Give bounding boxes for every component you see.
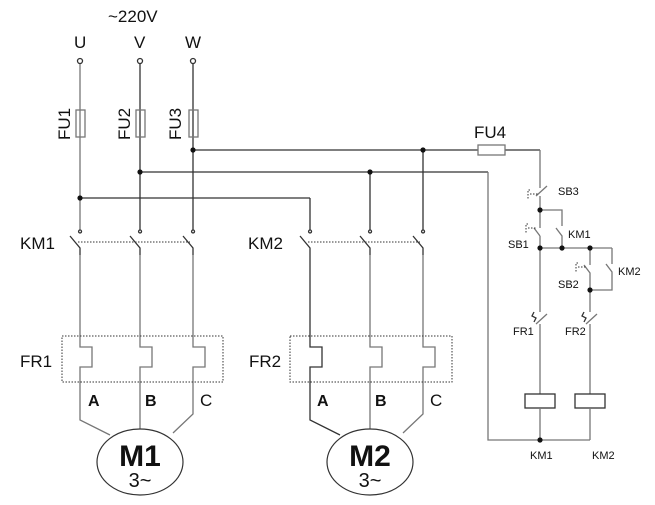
fu3-label: FU3: [166, 108, 185, 140]
fu4-label: FU4: [474, 123, 506, 142]
fu2-label: FU2: [115, 108, 134, 140]
fu1-label: FU1: [55, 108, 74, 140]
phase-wires: [77, 64, 540, 230]
m1-terminal-a: A: [88, 393, 100, 410]
coil-km2-label: KM2: [592, 450, 615, 462]
fr2-label: FR2: [249, 352, 281, 371]
phase-u-label: U: [74, 33, 86, 52]
m1-type: 3~: [129, 470, 152, 492]
km2-main-contacts: [299, 229, 426, 255]
sb1-label: SB1: [508, 239, 529, 251]
phase-v-label: V: [134, 33, 146, 52]
fr1-label: FR1: [20, 352, 52, 371]
m2-terminal-b: B: [375, 393, 387, 410]
control-fr2-label: FR2: [565, 326, 586, 338]
m2-terminal-a: A: [317, 393, 329, 410]
fuse-fu4: [477, 144, 506, 156]
fuse-fu2: [135, 109, 146, 138]
motor-m2: [326, 428, 414, 496]
km1-label: KM1: [20, 234, 55, 253]
m2-terminal-c: C: [430, 391, 442, 410]
supply-voltage-label: ~220V: [108, 7, 158, 26]
supply-terminals: [76, 57, 197, 65]
coil-km1-label: KM1: [530, 450, 553, 462]
m1-terminal-b: B: [145, 393, 157, 410]
fuse-fu3: [188, 109, 199, 138]
coil-km2: [574, 393, 606, 409]
coil-km1: [524, 393, 556, 409]
motor2-wiring: [289, 255, 453, 436]
km2-aux-label: KM2: [618, 266, 641, 278]
fuse-fu1: [75, 109, 86, 138]
phase-w-label: W: [185, 33, 201, 52]
motor-m1: [96, 428, 184, 496]
km1-aux-label: KM1: [568, 229, 591, 241]
m2-type: 3~: [359, 470, 382, 492]
m1-name: M1: [119, 440, 161, 473]
sb2-label: SB2: [558, 279, 579, 291]
km1-main-contacts: [69, 229, 196, 255]
m1-terminal-c: C: [200, 391, 212, 410]
km2-label: KM2: [248, 234, 283, 253]
control-circuit: [487, 150, 613, 443]
sb3-label: SB3: [558, 186, 579, 198]
m2-name: M2: [349, 440, 391, 473]
motor1-wiring: [61, 255, 224, 436]
control-fr1-label: FR1: [513, 326, 534, 338]
